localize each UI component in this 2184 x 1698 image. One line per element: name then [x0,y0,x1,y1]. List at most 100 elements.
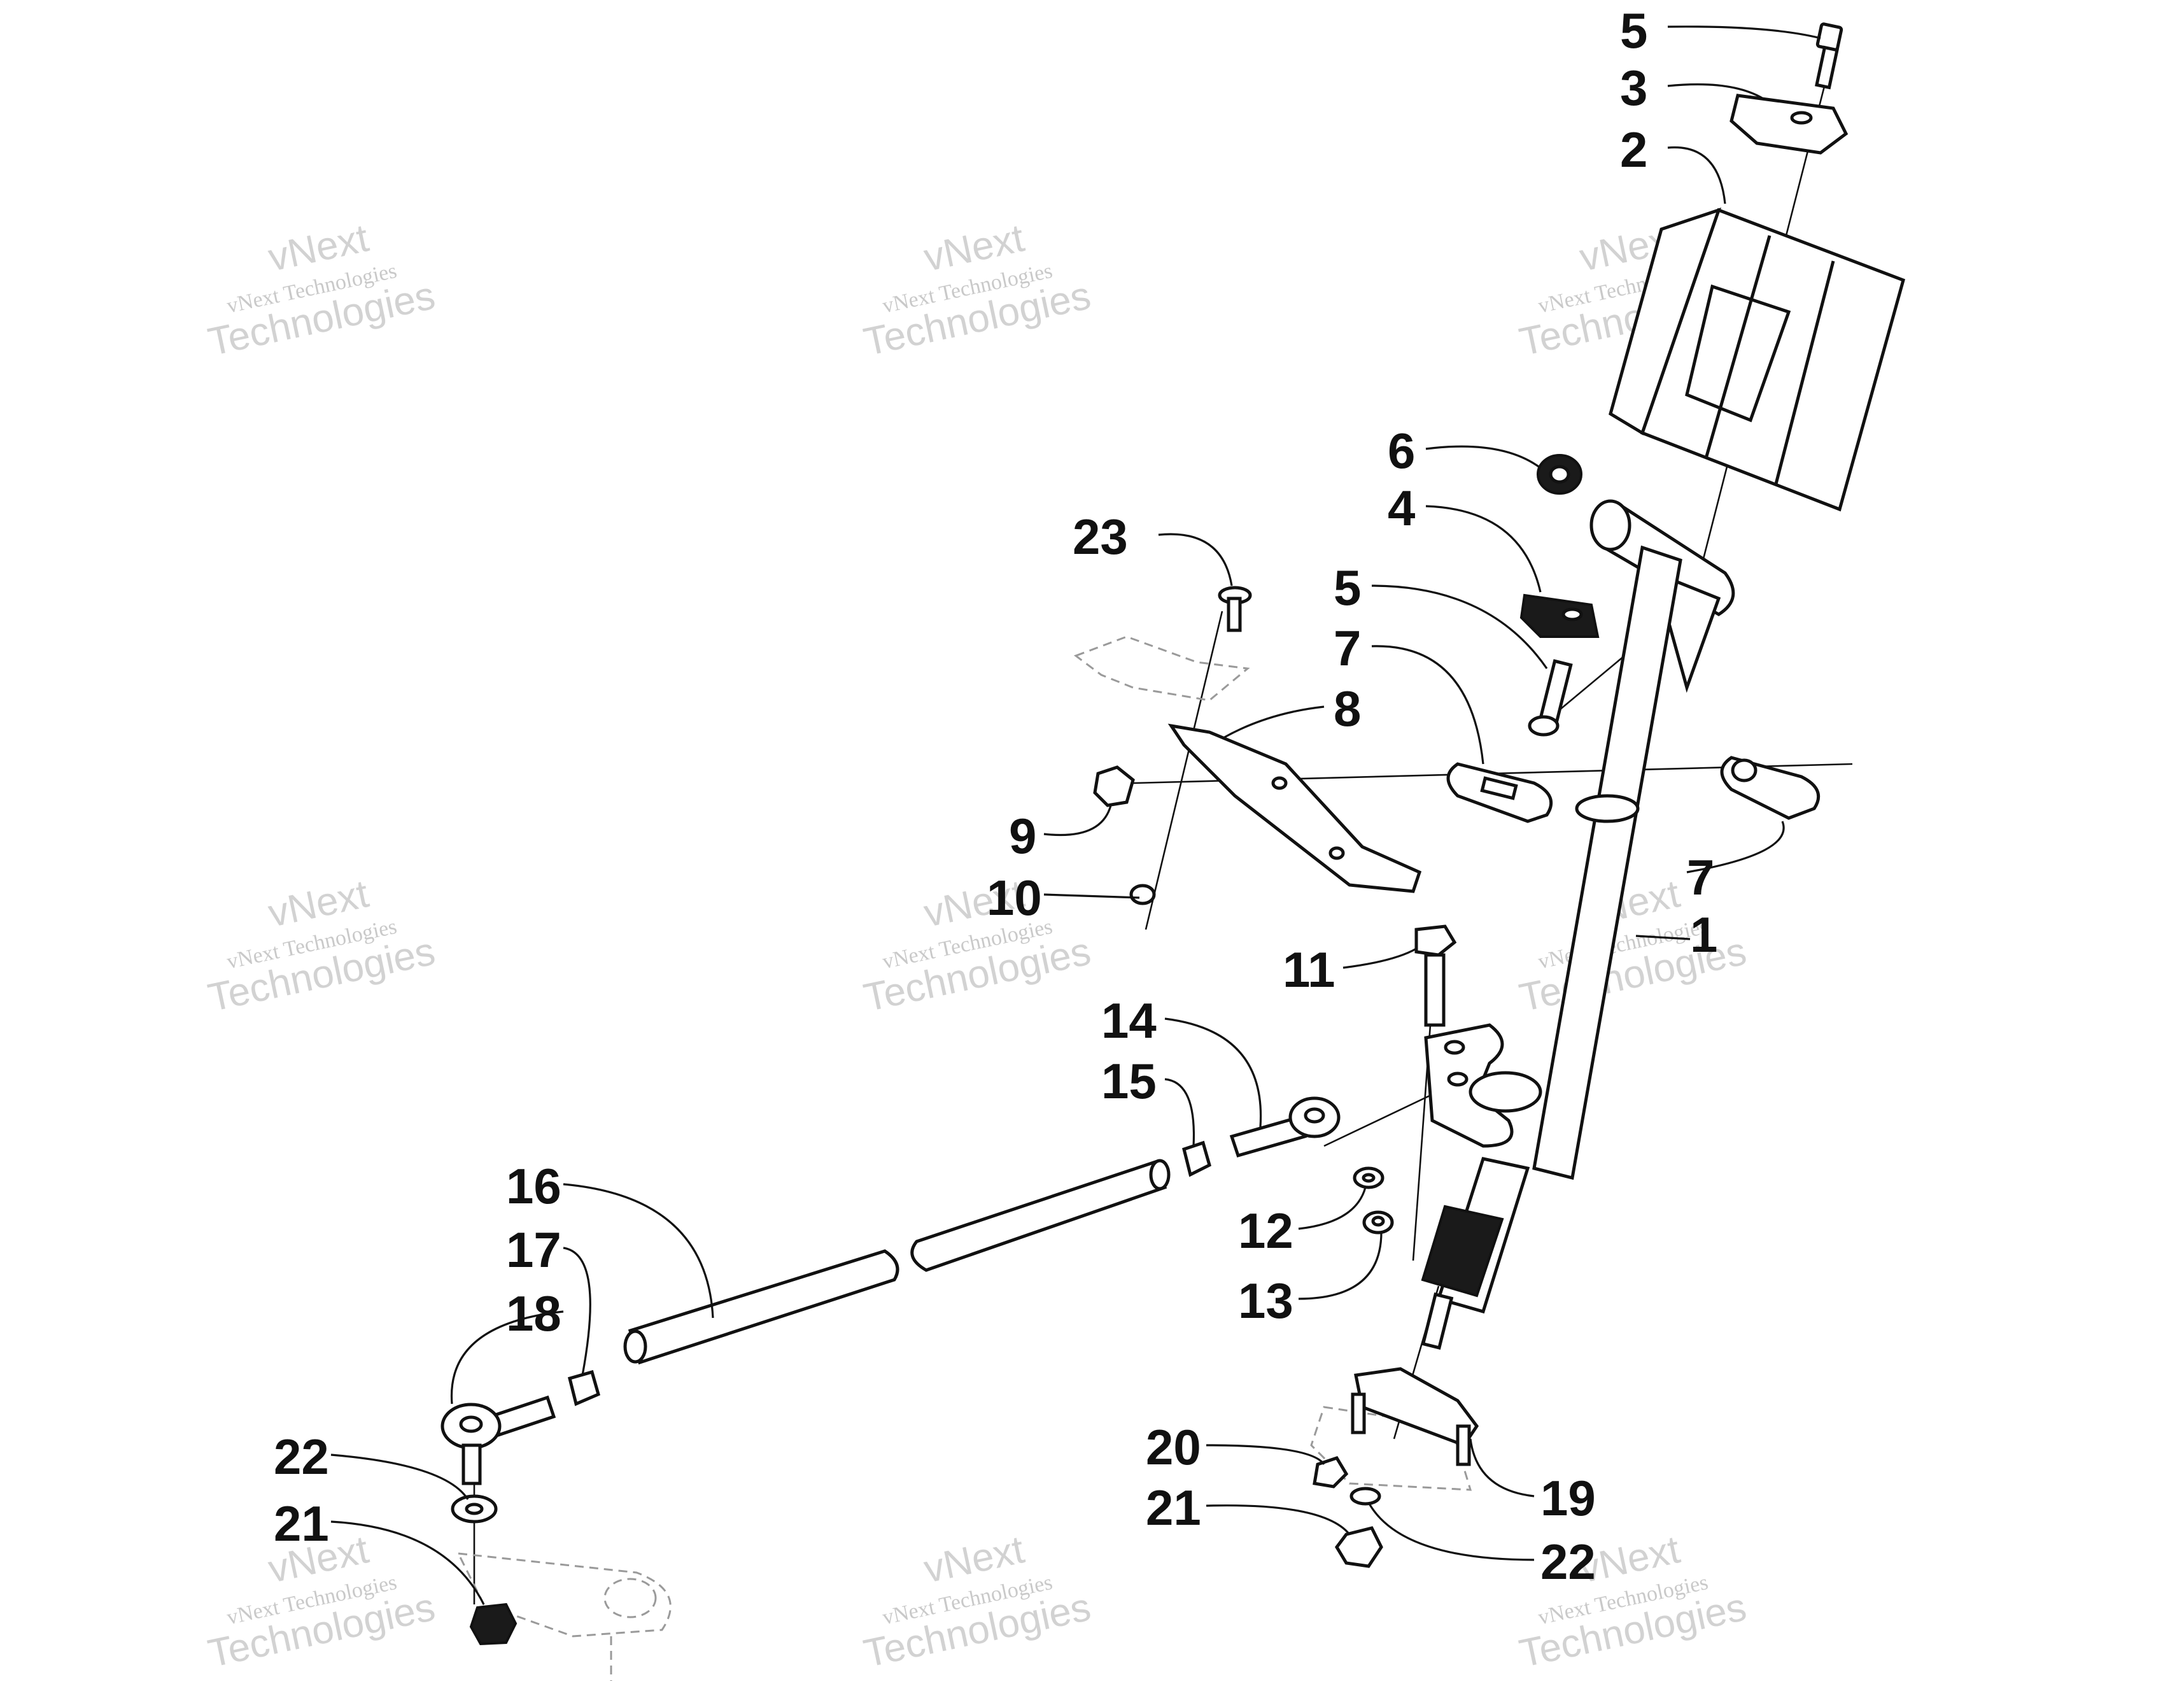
link-right-eye [1731,758,1758,782]
tie-rod-left-section [628,1249,899,1365]
callout-8: 8 [1334,681,1361,737]
callout-3: 3 [1620,60,1647,116]
part-14-rod-end [1229,1096,1341,1158]
nut-21-mid-body [1334,1526,1383,1568]
part-3-top-clamp [1730,94,1849,155]
top-bolt-head [1815,22,1843,52]
callout-labels: 5 3 2 6 4 23 5 7 8 9 10 7 1 11 14 15 16 … [274,3,1717,1590]
arm-plate-hole-2 [1447,1072,1469,1087]
rod-end-18-eye-hole [459,1415,483,1433]
leader-15 [1164,1078,1195,1147]
tie-rod-left-end [623,1329,647,1364]
nut-21-left-body [469,1602,518,1646]
link-mid-slot [1480,776,1518,800]
part-10-nut [1129,884,1156,905]
lower-clamp-body [1519,593,1600,638]
part-23-screw [1218,586,1252,632]
watermark-top-mid: vNext vNext Technologies Technologies [860,216,1094,364]
top-clamp-hole [1790,111,1813,125]
block-rib-2 [1774,260,1835,485]
leader-5-top [1667,25,1821,39]
nut-20-body [1313,1455,1349,1489]
jam-nut-15-body [1182,1140,1211,1177]
part-13-nut [1362,1210,1394,1235]
post-collar [1575,794,1640,823]
watermark-mid-left: vNext vNext Technologies Technologies [204,872,439,1020]
leader-21-left [330,1520,485,1605]
part-20-nut [1313,1455,1349,1489]
callout-21-mid: 21 [1146,1480,1201,1536]
bolt-11-shank [1424,953,1446,1027]
callout-18: 18 [506,1285,561,1341]
callout-16: 16 [506,1158,561,1214]
bracket-body [1167,723,1422,893]
part-5-top-bolt [1815,22,1843,90]
callout-20: 20 [1146,1419,1201,1475]
leader-17 [563,1247,591,1376]
part-22-left-washer [451,1494,498,1524]
part-2-handlebar-block [1609,208,1906,512]
leader-1 [1635,935,1691,940]
part-17-jam-nut [567,1369,601,1406]
phantom-pitman-arm [456,1552,672,1638]
leader-18 [450,1310,564,1404]
callout-9: 9 [1009,808,1036,864]
bracket-hole-2 [1328,846,1345,860]
watermark-layer: vNext vNext Technologies Technologies vN… [204,216,1750,1676]
part-11-bolt [1414,924,1457,1027]
leader-23 [1158,533,1233,586]
part-22-mid-washer [1349,1487,1381,1506]
part-1-steering-post [1421,499,1735,1350]
washer-22-mid-body [1349,1487,1381,1506]
callout-4: 4 [1388,480,1415,536]
part-7-mid-link [1446,762,1553,823]
lower-bracket-stud-1 [1351,1392,1366,1434]
leader-7-right [1686,821,1785,874]
part-8-bracket [1167,723,1422,893]
part-7-right-link [1720,756,1821,820]
leader-14 [1164,1017,1262,1128]
leader-22-left [330,1454,469,1500]
callout-2: 2 [1620,122,1647,178]
leader-lines [330,25,1821,1605]
washer-12-hole [1362,1173,1376,1183]
leader-9 [1043,805,1112,837]
grommet-center [1549,465,1570,484]
post-upper [1532,545,1682,1180]
callout-17: 17 [506,1222,561,1278]
steering-arm-plate [1424,1023,1542,1148]
callout-5-top: 5 [1620,3,1647,59]
leader-5-mid [1371,584,1548,669]
part-16-tie-rod [623,1159,1171,1365]
leader-16 [563,1183,714,1319]
nut-13-hole [1371,1215,1385,1227]
block-window [1685,284,1791,423]
mid-bolt-head [1528,715,1560,737]
callout-12: 12 [1238,1203,1293,1259]
screw-shank [1227,597,1242,632]
leader-3 [1667,83,1764,100]
callout-7-mid: 7 [1334,620,1361,676]
post-threaded-end [1421,1292,1454,1350]
callout-22-left: 22 [274,1429,329,1485]
watermark-top-left: vNext vNext Technologies Technologies [204,216,439,364]
tie-rod-right-end [1149,1159,1171,1191]
leader-2 [1667,146,1726,204]
callout-10: 10 [987,870,1042,926]
arm-plate-hole-1 [1444,1040,1465,1055]
leader-11 [1342,947,1417,969]
callout-14: 14 [1101,993,1157,1049]
leader-21-mid [1206,1504,1351,1536]
part-18-rod-end [440,1395,556,1485]
callout-11: 11 [1283,942,1335,998]
post-ring [1469,1071,1542,1113]
bolt-11-head [1414,924,1457,957]
jam-nut-17-body [567,1369,601,1406]
part-4-lower-clamp [1519,593,1600,638]
part-5-mid-bolt [1528,659,1573,737]
callout-22-mid: 22 [1540,1534,1596,1590]
part-6-grommet [1537,454,1582,495]
part-21-left-nut [469,1602,518,1646]
leader-10 [1043,893,1140,899]
